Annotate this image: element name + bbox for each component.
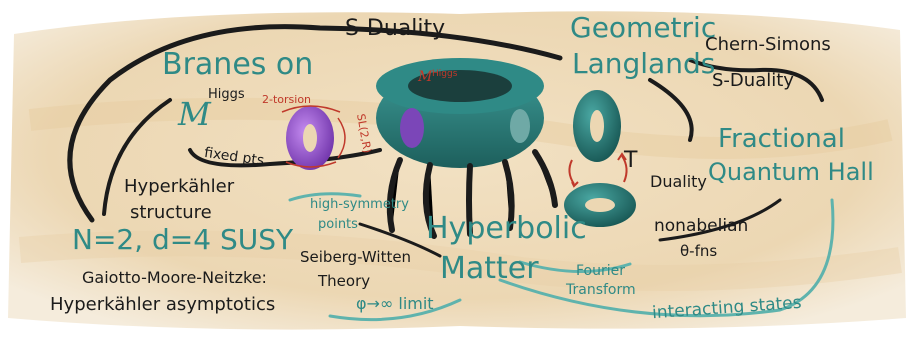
label-m-higgs: M bbox=[178, 98, 211, 130]
label-s-duality-right: S-Duality bbox=[712, 72, 794, 90]
ring-side-hole bbox=[400, 108, 424, 148]
label-structure: structure bbox=[130, 204, 212, 222]
label-points: points bbox=[318, 218, 358, 231]
label-theta-fns: θ-fns bbox=[680, 244, 717, 259]
label-fractional: Fractional bbox=[718, 126, 845, 152]
label-t: T bbox=[624, 150, 637, 172]
label-seiberg-witten: Seiberg-Witten bbox=[300, 250, 411, 265]
ring-side-hole bbox=[510, 109, 530, 143]
label-quantum-hall: Quantum Hall bbox=[708, 160, 874, 184]
label-ring-sup: Higgs bbox=[432, 70, 457, 79]
label-matter: Matter bbox=[440, 254, 539, 284]
label-two-torsion: 2-torsion bbox=[262, 94, 311, 105]
label-s-duality-top: S-Duality bbox=[345, 18, 445, 40]
label-hyperkahler: Hyperkähler bbox=[124, 178, 234, 196]
label-nonabelian: nonabelian bbox=[654, 218, 748, 235]
label-geometric: Geometric bbox=[570, 14, 716, 42]
label-hk-asymptotics: Hyperkähler asymptotics bbox=[50, 296, 275, 314]
label-transform: Transform bbox=[566, 283, 636, 297]
label-chern-simons: Chern-Simons bbox=[705, 36, 831, 54]
label-m-higgs-sup: Higgs bbox=[208, 88, 245, 101]
label-phi-limit: φ→∞ limit bbox=[356, 296, 434, 312]
label-n2d4-susy: N=2, d=4 SUSY bbox=[72, 226, 293, 254]
label-high-symmetry: high-symmetry bbox=[310, 198, 409, 211]
label-duality: Duality bbox=[650, 174, 707, 190]
label-branes-on: Branes on bbox=[162, 50, 313, 80]
label-langlands: Langlands bbox=[572, 50, 715, 78]
label-hyperbolic: Hyperbolic bbox=[426, 214, 587, 244]
label-gmn: Gaiotto-Moore-Neitzke: bbox=[82, 270, 267, 286]
label-ring: M bbox=[418, 70, 432, 84]
label-theory: Theory bbox=[318, 274, 370, 289]
teal-torus-vertical bbox=[573, 90, 621, 162]
label-fourier: Fourier bbox=[576, 264, 625, 278]
